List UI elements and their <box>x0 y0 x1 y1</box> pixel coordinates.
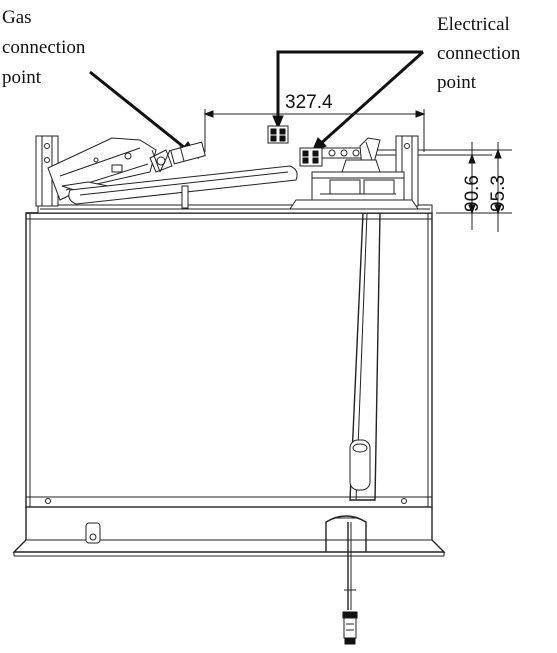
electrical-label-line-3: point <box>437 72 477 93</box>
gas-label-line-1: Gas <box>2 7 32 28</box>
flue-pipe <box>349 212 381 501</box>
cabinet-body <box>25 212 433 508</box>
burner-tube <box>68 165 298 205</box>
electrical-connection-label: Electrical connection point <box>437 14 521 93</box>
cable-connector <box>325 515 367 645</box>
flue-sensor <box>349 439 371 491</box>
dimension-height-inner-value: 90.6 <box>462 175 483 212</box>
drain-pan <box>12 507 446 557</box>
gas-label-line-3: point <box>2 67 42 88</box>
dimension-width-value: 327.4 <box>285 92 333 113</box>
screw-right <box>401 498 407 504</box>
top-assembly <box>26 125 433 214</box>
electrical-label-line-2: connection <box>437 43 521 64</box>
screw-left <box>45 498 51 504</box>
electrical-label-line-1: Electrical <box>437 14 510 35</box>
fan-housing <box>289 159 419 210</box>
dimension-height-outer-value: 95.3 <box>488 175 509 212</box>
gas-fitting <box>149 141 206 209</box>
dimension-width: 327.4 <box>203 90 426 152</box>
gas-label-line-2: connection <box>2 37 86 58</box>
electrical-leader-arrows <box>272 50 425 153</box>
cable-plug <box>343 617 357 639</box>
drain-port <box>85 522 101 544</box>
electrical-connector <box>267 125 381 171</box>
gas-connection-label: Gas connection point <box>2 7 86 88</box>
